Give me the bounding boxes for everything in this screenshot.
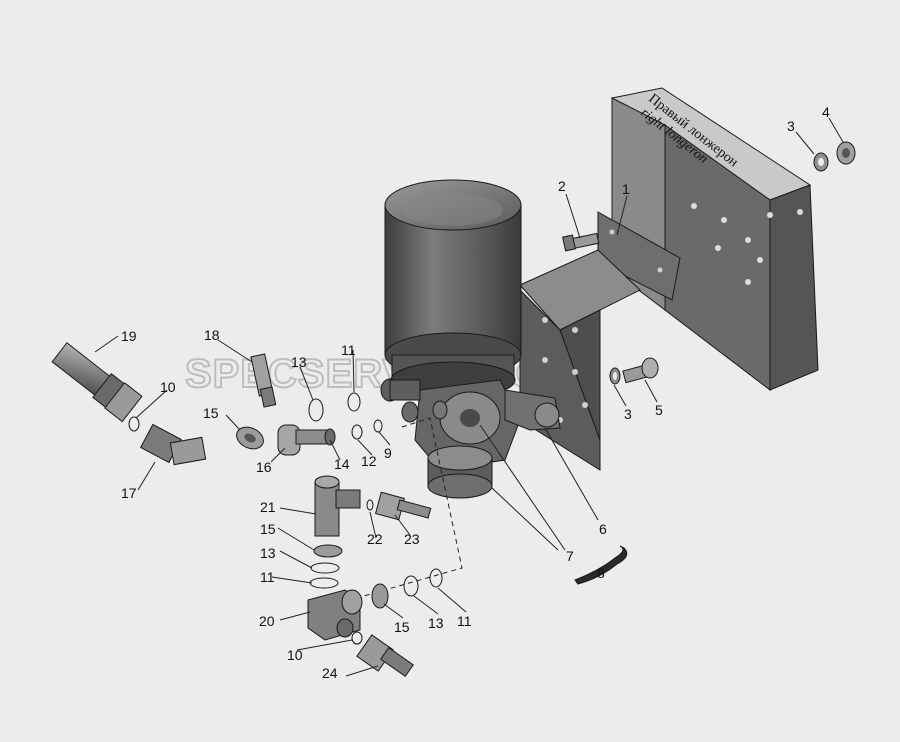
callout-5: 5 xyxy=(655,402,663,418)
callout-6: 6 xyxy=(599,521,607,537)
callout-23: 23 xyxy=(404,531,420,547)
tube-18 xyxy=(250,353,277,408)
air-dryer-cartridge xyxy=(384,179,522,399)
callout-22: 22 xyxy=(367,531,383,547)
elbow-16 xyxy=(277,424,336,456)
callout-12: 12 xyxy=(361,453,377,469)
washer-3-top xyxy=(813,152,829,172)
dryer-valve-body xyxy=(380,378,561,471)
adapter-23 xyxy=(374,491,432,521)
callout-10-lower: 10 xyxy=(287,647,303,663)
callout-20: 20 xyxy=(259,613,275,629)
callout-13-lower-right: 13 xyxy=(428,615,444,631)
callout-24: 24 xyxy=(322,665,338,681)
clip-8 xyxy=(574,545,628,585)
hose-fitting-19 xyxy=(51,342,143,423)
bolt-2 xyxy=(562,232,600,252)
o-ring-10-lower xyxy=(351,631,363,645)
elbow-fitting-17 xyxy=(139,423,207,466)
nut-15-left xyxy=(236,426,264,450)
callout-3-top: 3 xyxy=(787,118,795,134)
callout-14: 14 xyxy=(334,456,350,472)
callout-3-mid: 3 xyxy=(624,406,632,422)
callout-18: 18 xyxy=(204,327,220,343)
tee-fitting-20 xyxy=(307,589,363,641)
callout-11-upper: 11 xyxy=(341,342,356,358)
callout-15-lower-right: 15 xyxy=(394,619,410,635)
heater-cap-7 xyxy=(427,445,493,499)
right-longeron: Правый лонжерон right longeron xyxy=(610,87,819,392)
callout-21: 21 xyxy=(260,499,276,515)
callout-10-upper: 10 xyxy=(160,379,176,395)
callout-1: 1 xyxy=(622,181,630,197)
washer-3-mid xyxy=(609,367,621,385)
nut-15-lower-left xyxy=(313,544,343,558)
tee-fitting-21 xyxy=(314,475,361,537)
seal-ring-13-lower-right xyxy=(403,575,419,597)
callout-15-left: 15 xyxy=(203,405,219,421)
seal-ring-11-lower-left xyxy=(309,577,339,589)
callout-13-upper: 13 xyxy=(291,354,307,370)
seal-ring-9 xyxy=(373,419,383,433)
bolt-5 xyxy=(622,357,659,384)
adapter-24 xyxy=(356,634,414,678)
callout-16: 16 xyxy=(256,459,272,475)
callout-15-lower-left: 15 xyxy=(260,521,276,537)
o-ring-10-upper xyxy=(128,416,140,432)
callout-7: 7 xyxy=(566,548,574,564)
callout-11-lower-left: 11 xyxy=(260,569,275,585)
callout-2: 2 xyxy=(558,178,566,194)
seal-ring-12 xyxy=(351,424,363,440)
callout-labels: 1 2 3 4 3 5 6 7 8 9 10 10 11 11 11 12 13… xyxy=(121,104,830,681)
seal-ring-11-lower-right xyxy=(429,568,443,588)
callout-8: 8 xyxy=(597,565,605,581)
callout-4: 4 xyxy=(822,104,830,120)
callout-9: 9 xyxy=(384,445,392,461)
seal-ring-13-upper xyxy=(308,398,324,422)
seal-ring-13-lower-left xyxy=(310,562,340,574)
mounting-bracket xyxy=(519,211,681,471)
nut-4 xyxy=(836,141,856,165)
seal-ring-22 xyxy=(366,499,374,511)
callout-13-lower-left: 13 xyxy=(260,545,276,561)
nut-15-lower-right xyxy=(371,583,389,609)
callout-11-lower-right: 11 xyxy=(457,613,472,629)
leader-lines xyxy=(94,117,844,677)
seal-ring-11-upper xyxy=(347,392,361,412)
callout-19: 19 xyxy=(121,328,137,344)
callout-17: 17 xyxy=(121,485,137,501)
connection-dashed-line xyxy=(324,417,463,608)
